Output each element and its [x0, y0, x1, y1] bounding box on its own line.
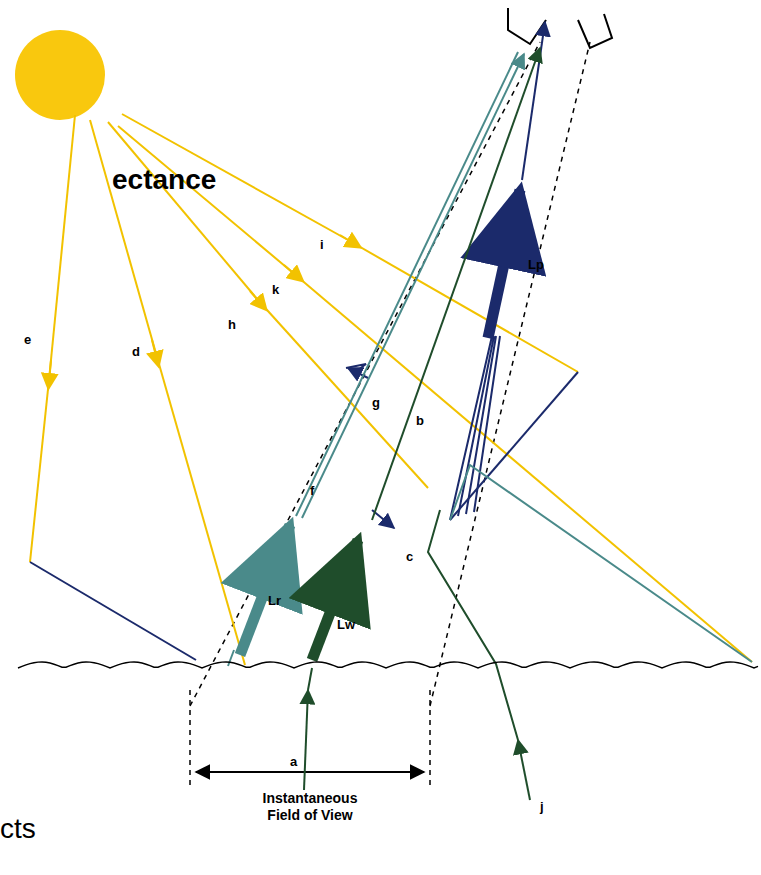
- ray-arrowheads: [49, 235, 355, 382]
- path-radiance-arrow: [488, 190, 520, 338]
- dimension-label: Instantaneous Field of View: [250, 790, 370, 824]
- ray-letter: e: [24, 333, 31, 346]
- surface-reflected: [228, 52, 752, 666]
- field-of-view-lines: [190, 42, 590, 790]
- water-surface: [18, 662, 758, 668]
- ray-letter: b: [416, 414, 424, 427]
- radiance-symbol: Lp: [528, 258, 544, 271]
- ray-letter: k: [272, 283, 279, 296]
- surface-radiance-arrow: [240, 525, 290, 655]
- heading-fragment: ectance: [112, 166, 216, 194]
- path-radiance-line: [522, 22, 545, 180]
- ray-letter: a: [290, 755, 297, 768]
- ray-letter: c: [406, 550, 413, 563]
- ray-letter: h: [228, 318, 236, 331]
- water-leaving-paths: [304, 48, 540, 800]
- radiance-symbol: Lw: [337, 618, 355, 631]
- ray-letter: j: [540, 800, 544, 813]
- sensor: [508, 8, 612, 48]
- radiance-symbol: Lr: [268, 594, 281, 607]
- sun-rays: [30, 114, 752, 665]
- sun: [15, 30, 105, 120]
- ray-letter: d: [132, 345, 140, 358]
- ray-letter: f: [310, 484, 314, 497]
- text-fragment: cts: [0, 815, 36, 843]
- ray-letter: g: [372, 396, 380, 409]
- dimension-arrow: [196, 771, 424, 773]
- ray-letter: i: [320, 238, 324, 251]
- water-radiance-arrow: [312, 540, 358, 660]
